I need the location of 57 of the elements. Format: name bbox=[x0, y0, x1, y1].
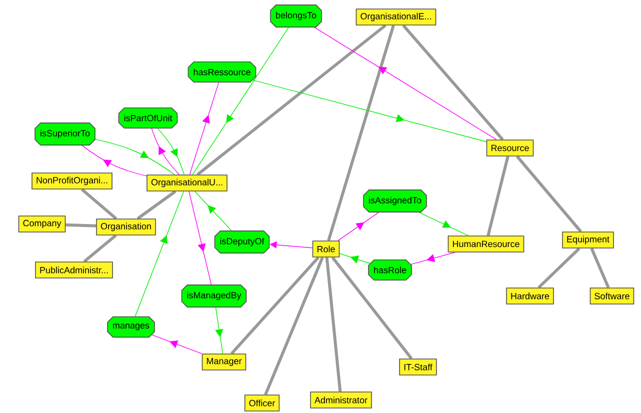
relation-arrow bbox=[152, 334, 202, 354]
relation-arrow bbox=[410, 252, 456, 265]
hierarchy-line bbox=[136, 190, 176, 220]
class-box: OrganisationalE... bbox=[356, 8, 436, 26]
hierarchy-line bbox=[590, 248, 610, 288]
relation-arrow bbox=[95, 138, 175, 175]
relation-node: belongsTo bbox=[270, 4, 322, 28]
relation-arrow bbox=[189, 82, 220, 175]
relation-arrow bbox=[252, 80, 487, 142]
class-box: Hardware bbox=[506, 288, 554, 304]
relation-arrow bbox=[314, 27, 497, 140]
relation-node: manages bbox=[107, 316, 155, 338]
class-box: Organisation bbox=[96, 218, 156, 236]
class-box: PublicAdministr... bbox=[35, 262, 113, 278]
class-box: Software bbox=[590, 288, 634, 304]
relation-arrow bbox=[158, 128, 184, 175]
relation-node: isManagedBy bbox=[181, 284, 247, 308]
hierarchy-line bbox=[230, 256, 320, 355]
relation-arrow bbox=[192, 27, 289, 175]
class-box: IT-Staff bbox=[399, 358, 437, 376]
class-box: Administrator bbox=[310, 392, 372, 408]
relation-arrow bbox=[82, 145, 147, 176]
hierarchy-line bbox=[402, 24, 504, 141]
relation-arrow bbox=[151, 128, 180, 175]
class-box: HumanResource bbox=[448, 236, 524, 252]
hierarchy-line bbox=[66, 223, 96, 228]
relation-node: isSuperiorTo bbox=[34, 122, 96, 146]
relation-node: hasRole bbox=[368, 259, 412, 281]
relation-node: isAssignedTo bbox=[363, 190, 427, 212]
class-box: NonProfitOrgani... bbox=[32, 172, 112, 190]
relation-arrow bbox=[194, 191, 232, 231]
relation-arrow bbox=[134, 191, 184, 317]
hierarchy-line bbox=[80, 188, 118, 220]
hierarchy-line bbox=[196, 24, 386, 176]
relation-arrow bbox=[338, 212, 379, 241]
hierarchy-line bbox=[516, 155, 582, 233]
class-box: Company bbox=[18, 216, 66, 232]
relation-arrow bbox=[188, 191, 212, 285]
class-box: OrganisationalU... bbox=[146, 174, 228, 192]
relation-arrow bbox=[339, 253, 370, 264]
hierarchy-line bbox=[83, 234, 117, 263]
hierarchy-line bbox=[486, 156, 510, 236]
relation-node: hasRessource bbox=[188, 61, 256, 83]
relation-arrow bbox=[215, 307, 224, 354]
class-box: Resource bbox=[486, 140, 534, 156]
relation-node: isPartOfUnit bbox=[118, 107, 178, 129]
hierarchy-line bbox=[538, 247, 580, 289]
hierarchy-line bbox=[327, 24, 395, 242]
hierarchy-line bbox=[325, 257, 342, 392]
class-box: Manager bbox=[202, 354, 246, 370]
class-box: Officer bbox=[244, 394, 280, 412]
class-box: Role bbox=[312, 240, 340, 258]
hierarchy-line bbox=[264, 256, 324, 396]
hierarchy-line bbox=[331, 256, 413, 360]
relation-node: isDeputyOf bbox=[214, 230, 270, 254]
class-box: Equipment bbox=[562, 232, 614, 248]
relation-arrow bbox=[418, 212, 469, 236]
